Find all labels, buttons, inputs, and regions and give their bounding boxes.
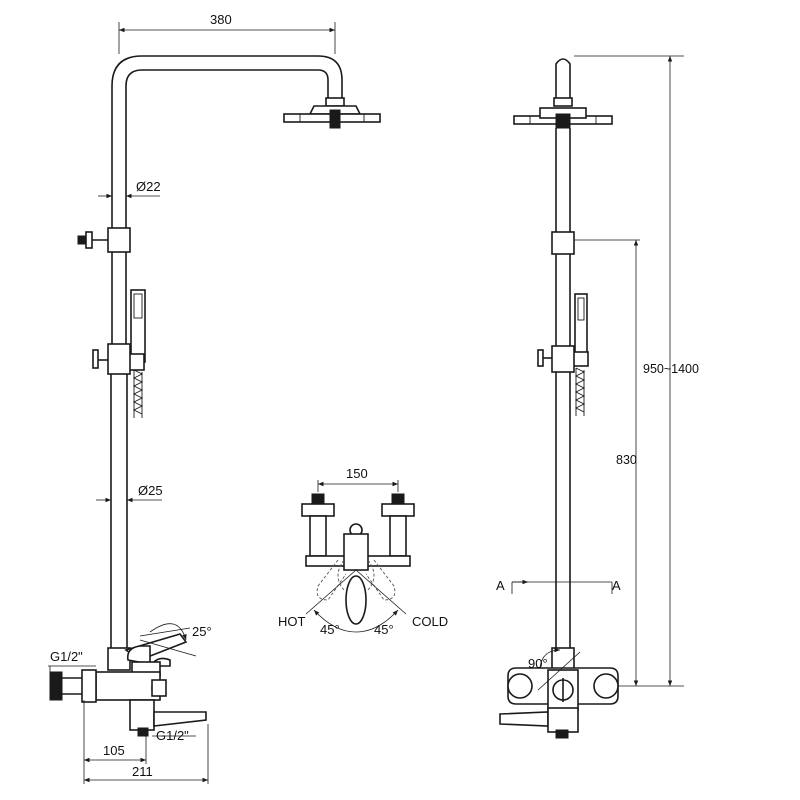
dim-380-label: 380 bbox=[210, 12, 232, 27]
dimension-bottom: 105 211 bbox=[83, 700, 209, 784]
side-view: 380 Ø22 bbox=[48, 12, 381, 784]
section-a-left: A bbox=[496, 578, 505, 593]
hand-shower-side bbox=[92, 289, 146, 418]
thread-bottom-label: G1/2" bbox=[156, 728, 189, 743]
section-a-right: A bbox=[612, 578, 621, 593]
thread-label-top: G1/2" bbox=[48, 649, 96, 672]
mixer-side bbox=[49, 633, 207, 737]
dimension-arm-width: 380 bbox=[118, 12, 336, 54]
shower-head-side bbox=[283, 97, 381, 129]
cold-angle-label: 45° bbox=[374, 622, 394, 637]
dim-105-label: 105 bbox=[103, 743, 125, 758]
upper-riser-pipe bbox=[111, 55, 343, 228]
slider-collar bbox=[77, 227, 131, 352]
mixer-top-view: 150 HOT COLD 45° 45° bbox=[278, 466, 448, 637]
front-view: A A 90° 950~1400 830 bbox=[496, 55, 699, 739]
dim-height-range-label: 950~1400 bbox=[643, 362, 699, 376]
cold-label: COLD bbox=[412, 614, 448, 629]
lever-angle-label: 25° bbox=[192, 624, 212, 639]
thread-label-bottom: G1/2" bbox=[152, 728, 196, 743]
hot-label: HOT bbox=[278, 614, 306, 629]
dim-211-label: 211 bbox=[132, 764, 153, 779]
thread-top-label: G1/2" bbox=[50, 649, 83, 664]
hot-angle-label: 45° bbox=[320, 622, 340, 637]
dimension-lower-dia: Ø25 bbox=[96, 483, 163, 503]
dim-150-label: 150 bbox=[346, 466, 368, 481]
lever-angle-marker: 25° bbox=[139, 623, 212, 657]
lever-rotation-label: 90° bbox=[528, 656, 548, 671]
dimension-upper-dia: Ø22 bbox=[98, 179, 161, 199]
dim-dia22-label: Ø22 bbox=[136, 179, 161, 194]
lower-riser-pipe bbox=[110, 374, 128, 648]
dim-dia25-label: Ø25 bbox=[138, 483, 163, 498]
dim-830-label: 830 bbox=[616, 453, 637, 467]
